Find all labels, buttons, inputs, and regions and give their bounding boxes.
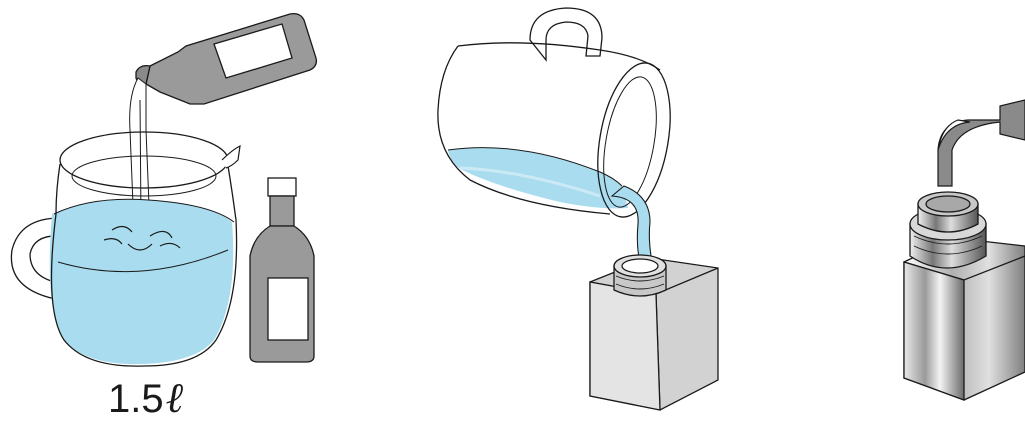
volume-label: 1.5ℓ <box>108 370 228 426</box>
arrow-icon <box>938 100 1025 186</box>
square-container-icon <box>590 255 718 410</box>
tilted-jug-icon <box>438 8 681 262</box>
step-1-pour-water-into-jug <box>11 14 316 367</box>
step-2-pour-into-container <box>438 8 718 410</box>
wine-bottle-icon <box>250 178 314 362</box>
pouring-bottle-icon <box>136 14 316 104</box>
glass-jug-icon <box>11 132 240 366</box>
step-3-cap-container <box>904 100 1025 400</box>
cap-icon <box>910 192 986 268</box>
volume-amount: 1.5 <box>108 377 164 421</box>
volume-unit: ℓ <box>166 373 184 422</box>
